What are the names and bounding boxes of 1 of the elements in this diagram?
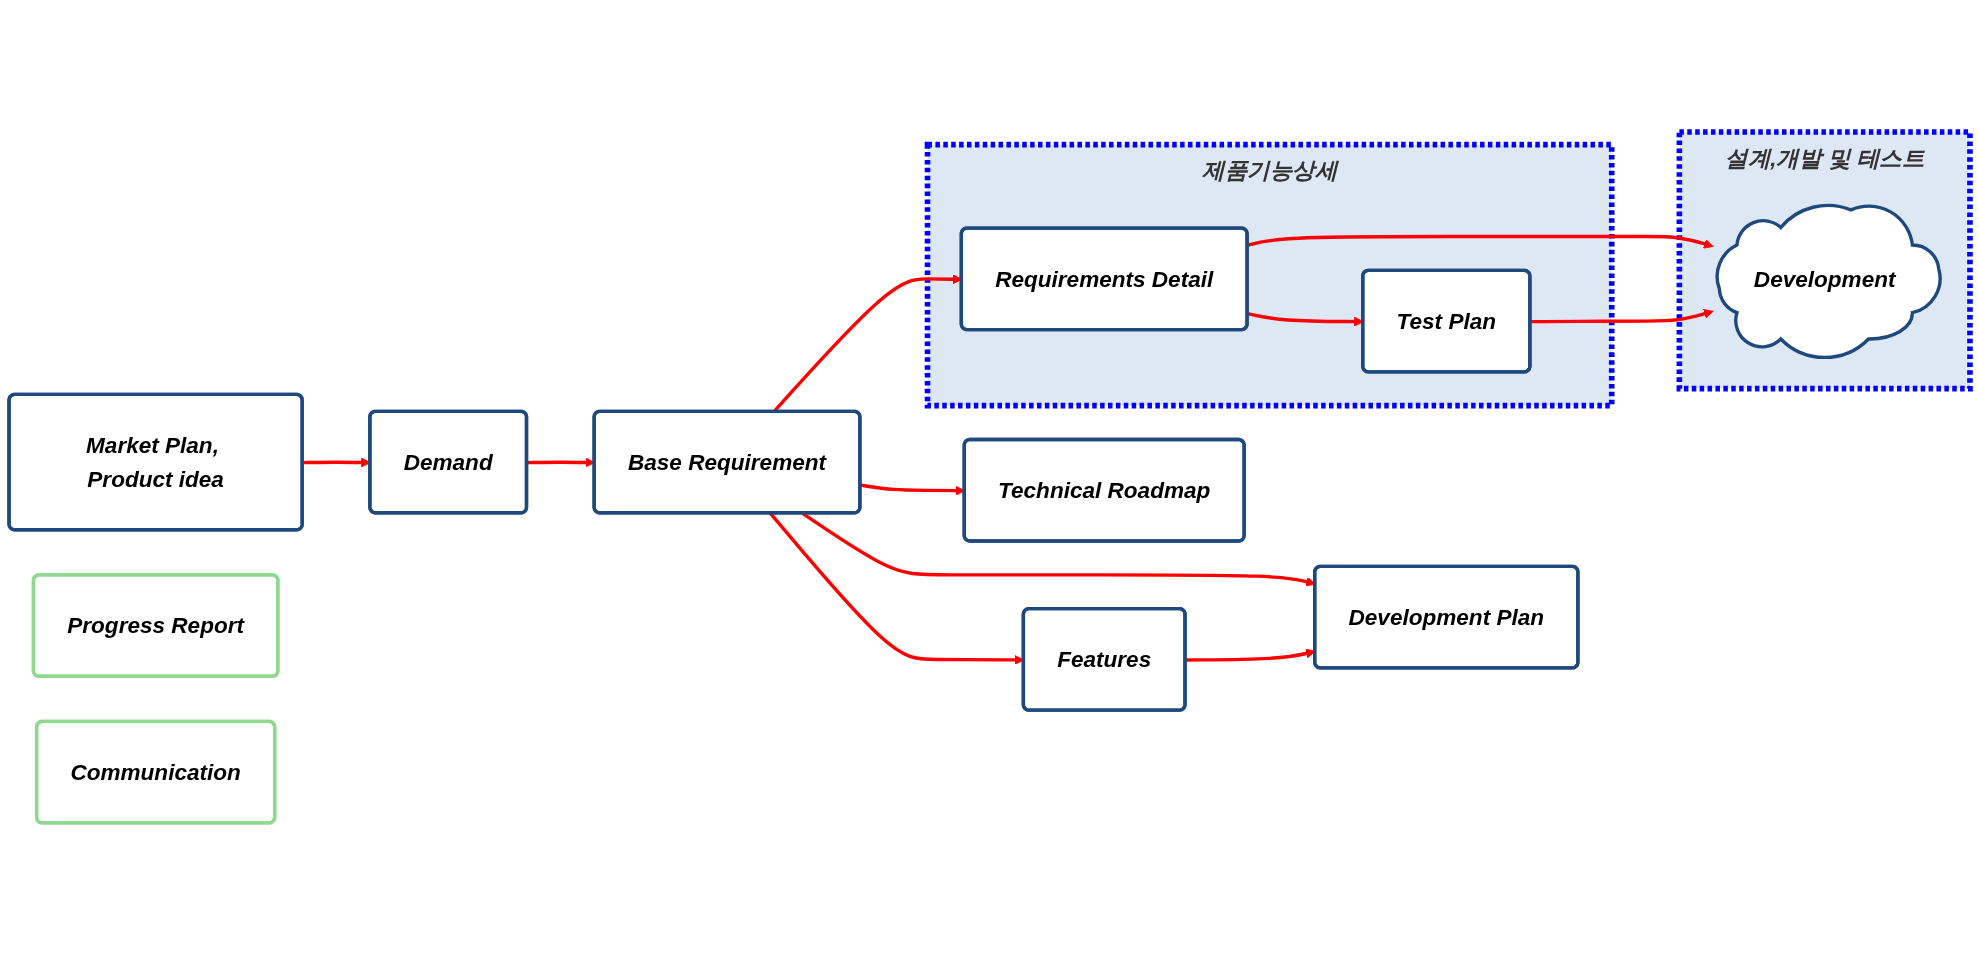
arrow (1530, 308, 1714, 323)
